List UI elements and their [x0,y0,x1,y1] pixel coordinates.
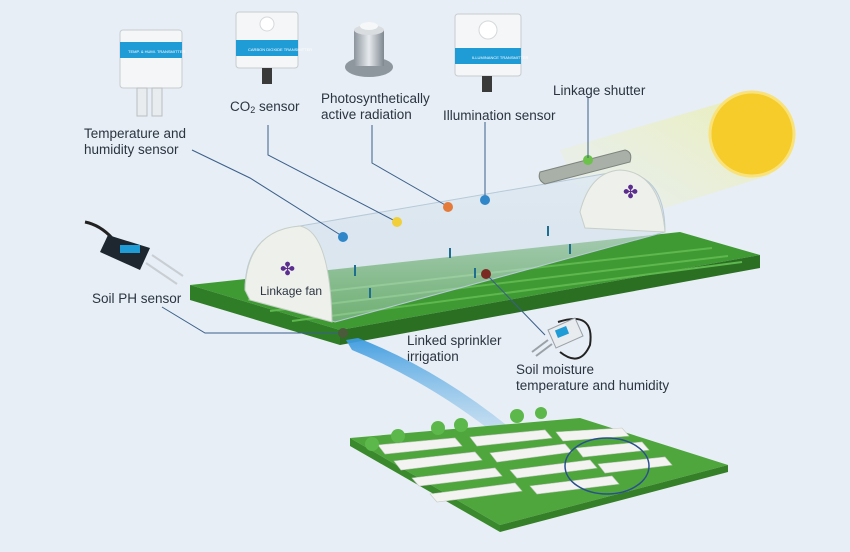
soil-moisture-dot [481,269,491,279]
co2-sensor-label: CO2 sensor [230,99,300,115]
tunnel-greenhouse [244,169,666,323]
illum-box-text: ILLUMINANCE TRANSMITTER [472,55,528,60]
leader-temp-humidity [191,149,343,237]
temp-humidity-dot [338,232,348,242]
par-dot [443,202,453,212]
linkage-fan-label: Linkage fan [260,284,323,298]
greenhouse-farm-overview [350,407,728,532]
leader-soil-moisture [485,273,546,336]
co2-box-text: CARBON DIOXIDE TRANSMITTER [248,47,312,52]
leader-soil-ph [161,306,343,334]
sun-icon [708,90,796,178]
illumination-dot [480,195,490,205]
tree-icon [365,407,547,451]
illumination-sensor-label: Illumination sensor [443,108,556,123]
soil-ph-dot [338,328,348,338]
sprinkler-label: Linked sprinkler irrigation [407,333,502,364]
par-label: Photosynthetically active radiation [321,91,430,122]
soil-ph-label: Soil PH sensor [92,291,182,306]
highlight-ring [564,437,650,495]
temp-humidity-label: Temperature and humidity sensor [84,126,187,157]
leader-par [371,125,448,207]
co2-transmitter: CARBON DIOXIDE TRANSMITTER [235,11,312,84]
linkage-shutter-label: Linkage shutter [553,83,646,98]
temp-humidity-transmitter: TEMP. & HUMI. TRANSMITTER [119,29,186,117]
co2-dot [392,217,402,227]
leader-co2 [267,125,398,223]
par-sensor [345,22,393,77]
fan-icon: ✤ [280,259,295,280]
soil-ph-probe [84,220,184,285]
linkage-shutter-device [538,149,632,185]
soil-moisture-label: Soil moisture temperature and humidity [516,362,670,393]
zoom-arrow [346,338,515,438]
illuminance-transmitter: ILLUMINANCE TRANSMITTER [454,13,528,92]
fan-icon: ✤ [623,182,638,203]
soil-moisture-sensor [531,317,592,360]
temp-humidity-box-text: TEMP. & HUMI. TRANSMITTER [128,49,186,54]
